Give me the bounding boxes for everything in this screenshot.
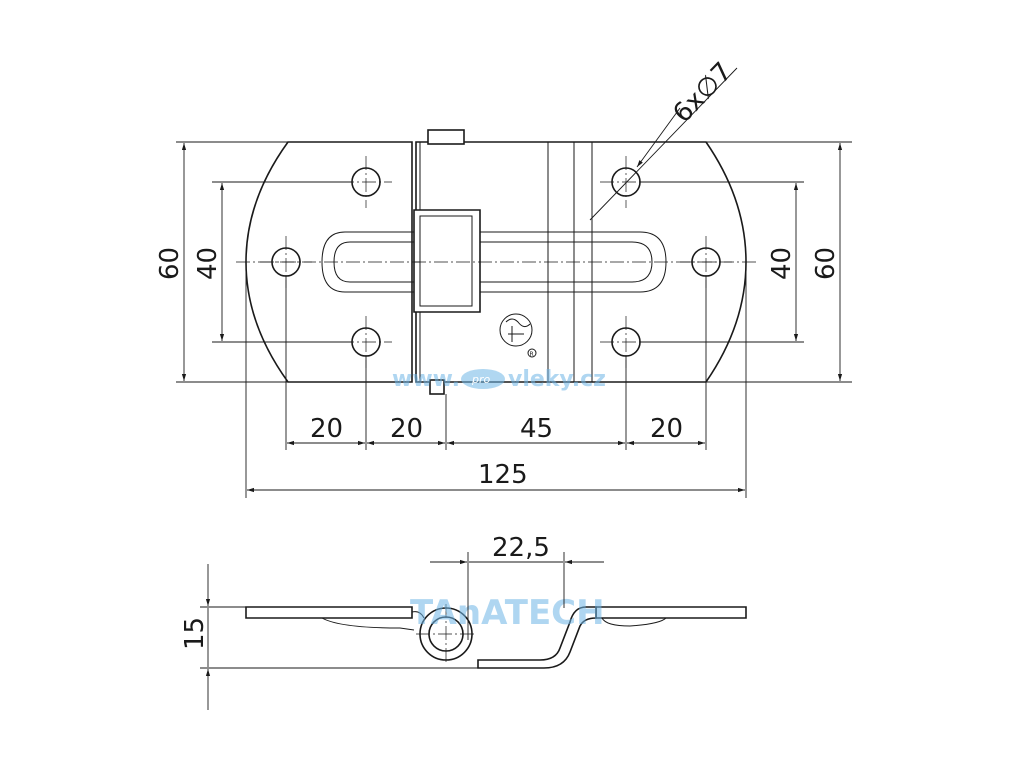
top-view: R www. pro vleky.cz	[236, 129, 756, 395]
dim-spacing-4: 20	[650, 414, 683, 444]
manufacturer-logo: R	[499, 313, 537, 358]
watermark-suffix: vleky.cz	[508, 367, 606, 392]
dim-overall-length: 125	[478, 460, 528, 490]
dim-spacing-2: 20	[390, 414, 423, 444]
side-left-leaf	[245, 606, 413, 619]
dim-height-right-inner: 40	[767, 247, 797, 280]
side-view: TAnATECH	[245, 593, 747, 669]
dim-height-left-outer: 60	[155, 247, 185, 280]
dim-spacing-1: 20	[310, 414, 343, 444]
watermark-prefix: www.	[392, 367, 460, 392]
knuckle-block	[413, 209, 481, 313]
brand-watermark: TAnATECH	[410, 593, 605, 633]
pin-top	[427, 129, 465, 145]
registered-mark: R	[530, 351, 534, 358]
site-watermark: www. pro vleky.cz	[392, 367, 606, 392]
side-right-leaf	[595, 606, 747, 619]
slot-rib	[321, 231, 667, 293]
dim-height-right-outer: 60	[811, 247, 841, 280]
side-strap	[477, 606, 597, 669]
dim-side-height: 15	[180, 617, 210, 650]
dim-knuckle-spacing: 22,5	[492, 533, 550, 563]
pin-bottom	[429, 379, 445, 395]
dim-height-left-inner: 40	[193, 247, 223, 280]
dim-hole-callout: 6x∅7	[667, 57, 738, 129]
dim-spacing-3: 45	[520, 414, 553, 444]
dimensions-side: 22,5 15	[180, 533, 604, 710]
watermark-middle: pro	[471, 373, 491, 386]
